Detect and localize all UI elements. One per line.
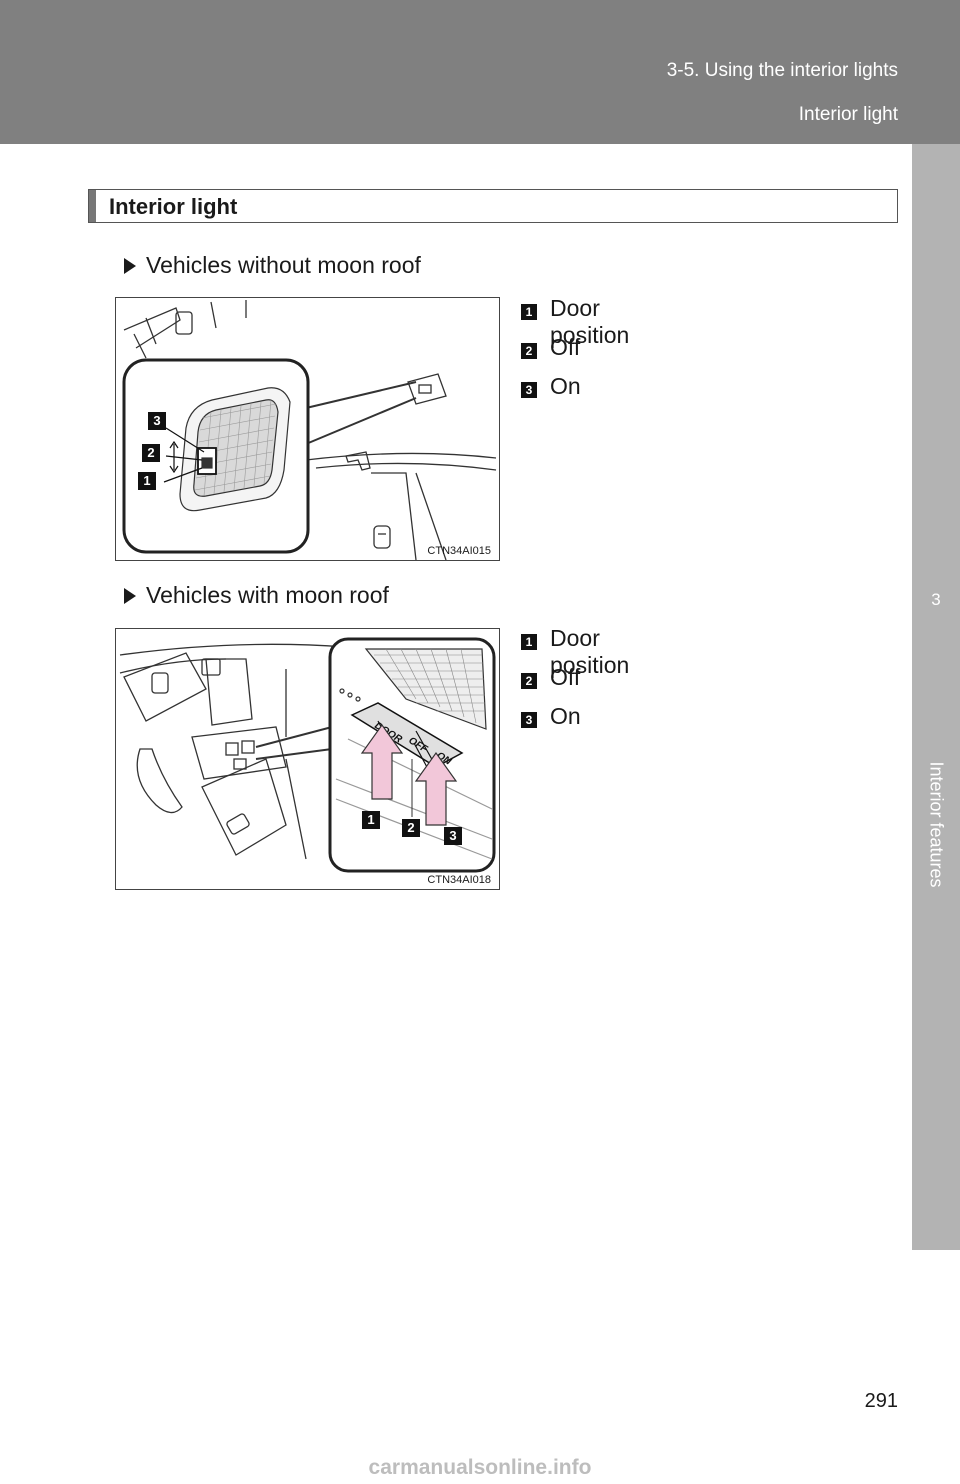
triangle-bullet-icon [124, 588, 136, 604]
legend-label: Off [550, 664, 581, 690]
callout-2-marker [142, 444, 160, 462]
chapter-side-tab: 3 Interior features [912, 144, 960, 1250]
legend-number: 3 [521, 712, 537, 728]
figure-moonroof: DOOR OFF ON 1 2 3 CTN34AI018 [115, 628, 500, 890]
section-heading-box: Interior light [88, 189, 898, 223]
legend-label: Door position [550, 625, 630, 678]
arrow-door-icon [360, 723, 404, 800]
figure-code: CTN34AI018 [427, 874, 491, 886]
chapter-number: 3 [931, 590, 941, 609]
callout-1-marker [362, 811, 380, 829]
callout-3-marker [148, 412, 166, 430]
legend-number: 1 [521, 304, 537, 320]
page-header: 3-5. Using the interior lights Interior … [0, 0, 960, 144]
page-number: 291 [864, 1390, 898, 1412]
legend-number: 3 [521, 382, 537, 398]
legend-label: Off [550, 334, 581, 360]
chapter-label-wrap: Interior features [912, 704, 960, 944]
callout-1-marker [138, 472, 156, 490]
illustration-no-moonroof: 3 2 1 [122, 300, 497, 560]
legend-number: 2 [521, 673, 537, 689]
section-title: 3-5. Using the interior lights [666, 60, 898, 81]
legend-number: 2 [521, 343, 537, 359]
chapter-label: Interior features [926, 760, 947, 888]
callout-3-marker [444, 827, 462, 845]
callout-2-text: 2 [147, 445, 154, 460]
legend-label: Door position [550, 295, 630, 348]
block-heading-moonroof: Vehicles with moon roof [124, 582, 389, 609]
callout-1-text: 1 [367, 812, 374, 827]
triangle-bullet-icon [124, 258, 136, 274]
arrow-on-icon [414, 751, 458, 826]
figure-code: CTN34AI015 [427, 545, 491, 557]
block-heading-text: Vehicles with moon roof [146, 582, 389, 608]
watermark: carmanualsonline.info [368, 1456, 592, 1479]
heading-accent-bar [89, 190, 96, 222]
legend-label: On [550, 703, 581, 729]
callout-2-text: 2 [407, 820, 414, 835]
block-heading-text: Vehicles without moon roof [146, 252, 421, 278]
callout-1-text: 1 [143, 473, 150, 488]
section-heading: Interior light [109, 194, 238, 219]
callout-3-text: 3 [449, 828, 456, 843]
callout-2-marker [402, 819, 420, 837]
figure-no-moonroof: 3 2 1 CTN34AI015 [115, 297, 500, 561]
block-heading-no-moonroof: Vehicles without moon roof [124, 252, 421, 279]
legend-label: On [550, 373, 581, 399]
legend-number: 1 [521, 634, 537, 650]
subsection-title: Interior light [798, 104, 898, 125]
callout-3-text: 3 [153, 413, 160, 428]
illustration-moonroof: DOOR OFF ON 1 2 3 [119, 637, 496, 873]
